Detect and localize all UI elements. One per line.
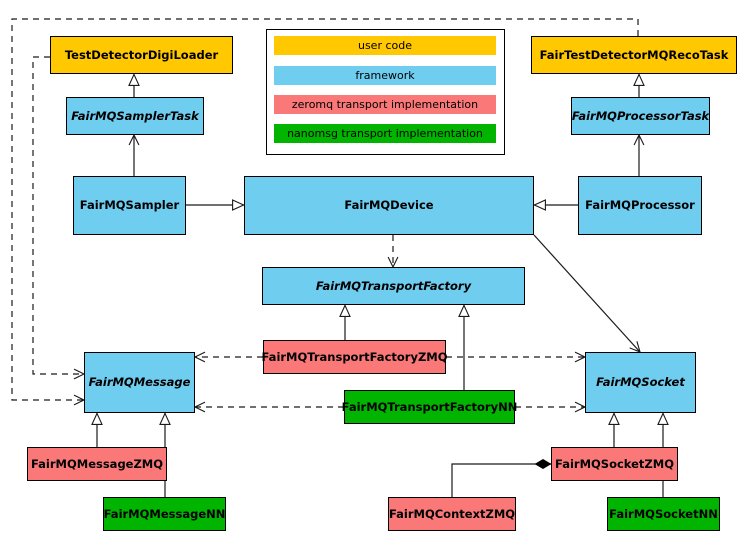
- class-label-fairmqtransportfactoryzmq: FairMQTransportFactoryZMQ: [261, 349, 448, 364]
- class-node-fairmqmessagenn[interactable]: FairMQMessageNN: [103, 497, 226, 531]
- class-node-fairmqsampler[interactable]: FairMQSampler: [73, 176, 186, 235]
- legend-label-nanomsg: nanomsg transport implementation: [287, 127, 483, 140]
- class-node-fairmqprocessortask[interactable]: FairMQProcessorTask: [571, 97, 710, 135]
- class-label-fairmqmessagezmq: FairMQMessageZMQ: [30, 456, 164, 471]
- class-node-fairmqcontextzmq[interactable]: FairMQContextZMQ: [388, 497, 516, 531]
- class-label-fairmqprocessor: FairMQProcessor: [585, 198, 695, 213]
- class-node-fairmqmessage[interactable]: FairMQMessage: [84, 352, 195, 413]
- class-label-fairmqsocket: FairMQSocket: [596, 375, 685, 390]
- class-node-fairmqsamplertask[interactable]: FairMQSamplerTask: [66, 97, 204, 135]
- class-node-fairmqtransportfactory[interactable]: FairMQTransportFactory: [262, 267, 525, 305]
- class-label-testdetectordigiloader: TestDetectorDigiLoader: [64, 47, 219, 62]
- class-node-fairmqprocessor[interactable]: FairMQProcessor: [578, 176, 702, 235]
- class-label-fairmqtransportfactory: FairMQTransportFactory: [315, 278, 472, 293]
- class-node-fairmqmessagezmq[interactable]: FairMQMessageZMQ: [27, 447, 167, 481]
- legend-label-user-code: user code: [357, 39, 413, 52]
- class-label-fairmqtransportfactorynn: FairMQTransportFactoryNN: [341, 399, 518, 414]
- legend-label-framework: framework: [355, 69, 415, 82]
- class-node-fairtestdetectormqrecotask[interactable]: FairTestDetectorMQRecoTask: [531, 36, 737, 74]
- class-node-fairmqsocketnn[interactable]: FairMQSocketNN: [607, 497, 720, 531]
- legend-item-user-code: user code: [274, 36, 496, 55]
- class-label-fairmqcontextzmq: FairMQContextZMQ: [388, 506, 516, 521]
- class-label-fairmqsamplertask: FairMQSamplerTask: [71, 108, 199, 123]
- class-node-fairmqdevice[interactable]: FairMQDevice: [244, 176, 534, 235]
- edge-recotask-to-message: [11, 18, 639, 406]
- class-node-fairmqsocketzmq[interactable]: FairMQSocketZMQ: [551, 447, 678, 481]
- class-label-fairmqdevice: FairMQDevice: [344, 198, 434, 213]
- class-label-fairmqprocessortask: FairMQProcessorTask: [571, 108, 710, 123]
- class-label-fairmqsampler: FairMQSampler: [79, 198, 180, 213]
- legend-item-zeromq: zeromq transport implementation: [274, 95, 496, 114]
- legend-item-framework: framework: [274, 66, 496, 85]
- class-node-fairmqtransportfactoryzmq[interactable]: FairMQTransportFactoryZMQ: [262, 340, 448, 374]
- class-label-fairmqsocketzmq: FairMQSocketZMQ: [555, 456, 674, 471]
- edge-contextzmq-to-socketzmq: [451, 459, 552, 497]
- class-label-fairmqsocketnn: FairMQSocketNN: [609, 506, 718, 521]
- class-node-testdetectordigiloader[interactable]: TestDetectorDigiLoader: [50, 36, 233, 74]
- class-label-fairmqmessage: FairMQMessage: [88, 375, 191, 390]
- edge-device-to-socket: [533, 234, 641, 353]
- class-label-fairmqmessagenn: FairMQMessageNN: [103, 506, 226, 521]
- class-node-fairmqtransportfactorynn[interactable]: FairMQTransportFactoryNN: [342, 390, 517, 424]
- class-node-fairmqsocket[interactable]: FairMQSocket: [585, 352, 696, 413]
- legend-label-zeromq: zeromq transport implementation: [291, 98, 479, 111]
- class-label-fairtestdetectormqrecotask: FairTestDetectorMQRecoTask: [539, 47, 729, 62]
- legend-item-nanomsg: nanomsg transport implementation: [274, 124, 496, 143]
